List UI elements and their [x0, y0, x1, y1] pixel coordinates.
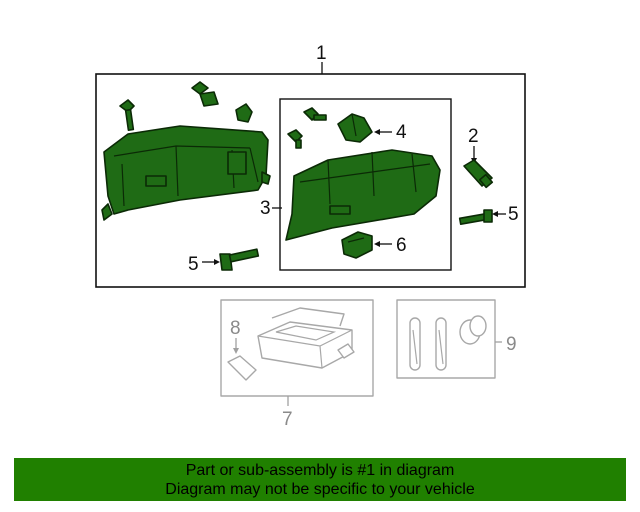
screw-icon: [303, 107, 327, 121]
callout-1: 1: [316, 43, 327, 64]
disclaimer-banner: Part or sub-assembly is #1 in diagram Di…: [14, 458, 626, 501]
bolt-icon: [458, 209, 493, 226]
assembly-box: [95, 73, 526, 288]
arrow-icon: [233, 348, 239, 354]
arrow-icon: [214, 259, 220, 265]
bolt-icon: [119, 99, 135, 131]
glove-box-door: [285, 149, 441, 241]
bolt-icon: [191, 81, 219, 107]
subassembly-box: [279, 98, 452, 271]
storage-tray-icon: [257, 307, 355, 369]
latch-icon: [337, 113, 373, 143]
callout-4: 4: [396, 122, 407, 143]
clip-icon: [235, 103, 253, 123]
callout-9: 9: [506, 334, 517, 355]
arrow-icon: [374, 129, 380, 135]
glove-box-housing: [101, 125, 271, 221]
callout-2: 2: [468, 126, 479, 147]
lamp-socket-icon: [227, 355, 257, 381]
arrow-icon: [492, 211, 498, 217]
socket-icon: [459, 315, 487, 345]
arrow-icon: [374, 241, 380, 247]
bolt-icon: [219, 248, 260, 271]
callout-5-right: 5: [508, 204, 519, 225]
banner-line-2: Diagram may not be specific to your vehi…: [165, 481, 475, 498]
banner-line-1: Part or sub-assembly is #1 in diagram: [185, 462, 455, 479]
damper-icon: [463, 159, 494, 189]
callout-8: 8: [230, 318, 241, 339]
callout-6: 6: [396, 235, 407, 256]
callout-7: 7: [282, 409, 293, 430]
striker-icon: [341, 231, 373, 259]
bulb-icon: [409, 317, 421, 371]
callout-5-left: 5: [188, 254, 199, 275]
screw-icon: [287, 129, 303, 149]
callout-3: 3: [260, 198, 271, 219]
bulb-icon: [435, 317, 447, 371]
